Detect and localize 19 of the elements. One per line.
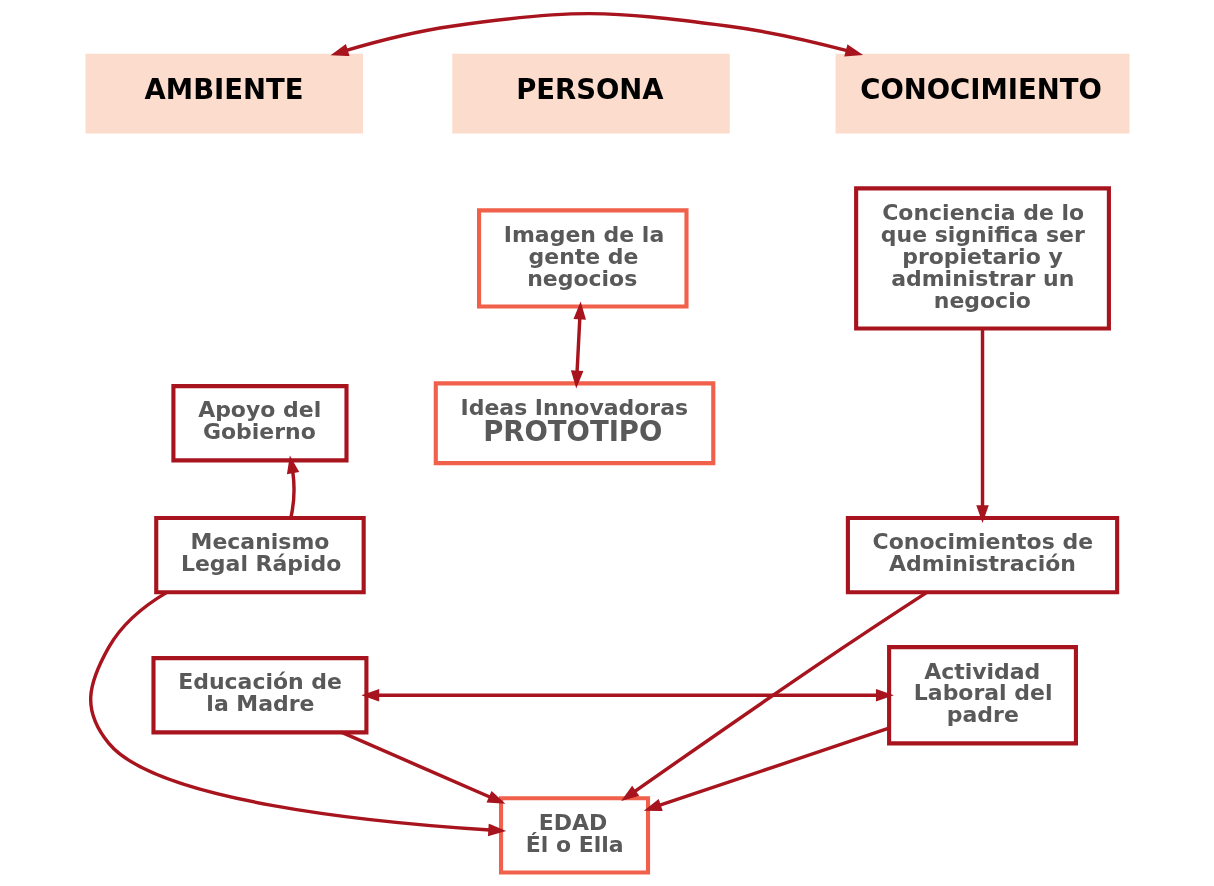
node-box: PERSONA: [451, 53, 730, 134]
arrow: [570, 301, 586, 389]
node-box: Actividad Laboral del padre: [886, 645, 1078, 746]
node-box: EDAD Él o Ella: [498, 796, 650, 875]
node-box: Mecanismo Legal Rápido: [153, 516, 366, 595]
node-box: Conocimientos de Administración: [845, 516, 1119, 595]
node-box: Ideas Innovadoras PROTOTIPO: [433, 381, 715, 466]
arrow: [286, 455, 299, 519]
node-box: Imagen de la gente de negocios: [476, 208, 689, 309]
arrow: [330, 11, 863, 57]
node-box: AMBIENTE: [85, 53, 363, 134]
arrow: [643, 726, 889, 811]
node-box: Conciencia de lo que significa ser propietario y administrar un negocio: [853, 186, 1111, 331]
arrow: [340, 730, 505, 804]
arrow: [360, 689, 894, 702]
node-box: Educación de la Madre: [150, 656, 368, 735]
node-box: Apoyo del Gobierno: [170, 384, 349, 463]
arrow: [975, 328, 989, 524]
node-box: CONOCIMIENTO: [835, 53, 1129, 134]
